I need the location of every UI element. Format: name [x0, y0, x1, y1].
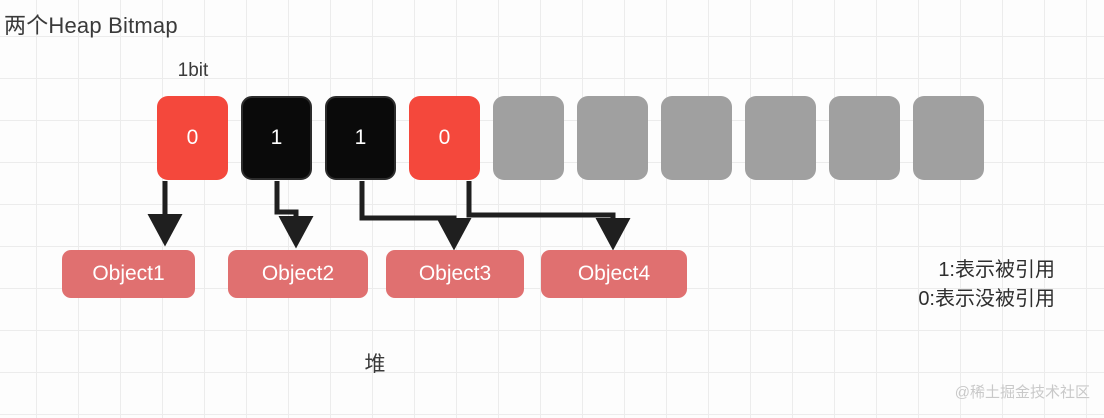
bitmap-cell-6[interactable]	[661, 96, 732, 180]
object-box-1[interactable]: Object1	[62, 250, 195, 298]
object-box-3[interactable]: Object3	[386, 250, 524, 298]
arrow-cell2-to-object3	[359, 181, 472, 251]
object-box-2[interactable]: Object2	[228, 250, 368, 298]
bitmap-cell-2[interactable]: 1	[325, 96, 396, 180]
watermark: @稀土掘金技术社区	[954, 384, 1090, 401]
heap-bitmap-row: 0 1 1 0	[157, 96, 984, 180]
bitmap-cell-0[interactable]: 0	[157, 96, 228, 180]
bit-width-label: 1bit	[177, 60, 209, 81]
bitmap-cell-5[interactable]	[577, 96, 648, 180]
bitmap-cell-9[interactable]	[913, 96, 984, 180]
bitmap-cell-8[interactable]	[829, 96, 900, 180]
legend-line-unreferenced: 0:表示没被引用	[918, 288, 1055, 310]
bitmap-cell-7[interactable]	[745, 96, 816, 180]
object-box-4[interactable]: Object4	[541, 250, 687, 298]
arrow-cell1-to-object2	[274, 181, 314, 249]
bitmap-cell-4[interactable]	[493, 96, 564, 180]
legend: 1:表示被引用 0:表示没被引用	[845, 256, 1055, 314]
legend-line-referenced: 1:表示被引用	[938, 259, 1055, 281]
bitmap-cell-1[interactable]: 1	[241, 96, 312, 180]
bitmap-cell-3[interactable]: 0	[409, 96, 480, 180]
arrow-cell3-to-object4	[466, 181, 631, 251]
page-title: 两个Heap Bitmap	[4, 13, 178, 38]
heap-label: 堆	[364, 353, 386, 376]
